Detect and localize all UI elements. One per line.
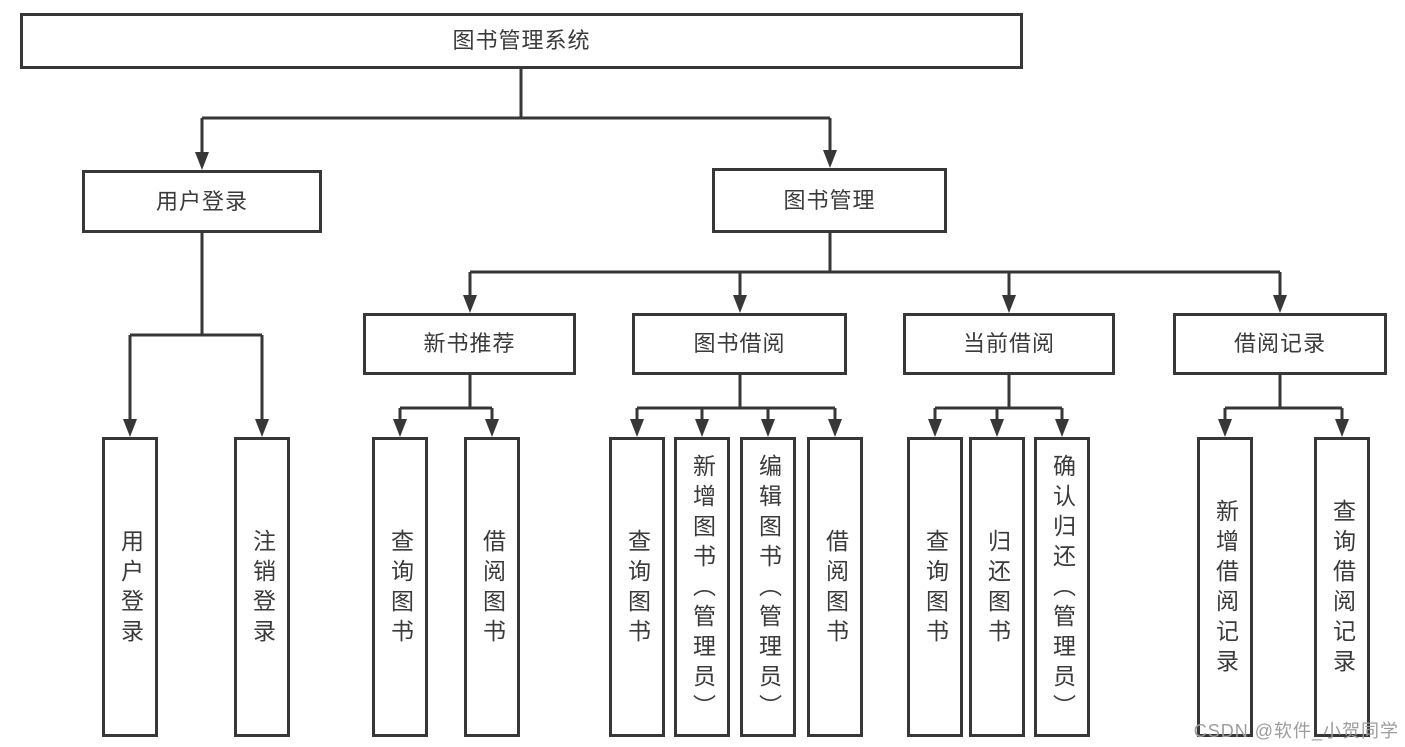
arrowhead-icon — [255, 419, 269, 437]
leaf-query-book-recommend: 查询图书 — [372, 437, 428, 737]
leaf-query-book-borrow: 查询图书 — [609, 437, 665, 737]
arrowhead-icon — [393, 419, 407, 437]
arrowhead-icon — [1055, 419, 1069, 437]
leaf-borrow-book: 借阅图书 — [807, 437, 863, 737]
arrowhead-icon — [463, 295, 477, 313]
arrowhead-icon — [990, 419, 1004, 437]
node-root: 图书管理系统 — [20, 13, 1023, 69]
arrowhead-icon — [828, 419, 842, 437]
leaf-query-borrow-record: 查询借阅记录 — [1314, 437, 1370, 737]
leaf-user-login: 用户登录 — [102, 437, 158, 737]
csdn-watermark: CSDN @软件_小贺同学 — [1193, 721, 1399, 741]
arrowhead-icon — [630, 419, 644, 437]
node-book-management: 图书管理 — [712, 168, 947, 233]
arrowhead-icon — [928, 419, 942, 437]
leaf-edit-book-admin: 编辑图书（管理员） — [740, 437, 796, 737]
arrowhead-icon — [1002, 295, 1016, 313]
leaf-logout: 注销登录 — [234, 437, 290, 737]
arrowhead-icon — [695, 419, 709, 437]
arrowhead-icon — [761, 419, 775, 437]
leaf-add-book-admin: 新增图书（管理员） — [674, 437, 730, 737]
leaf-add-borrow-record: 新增借阅记录 — [1197, 437, 1253, 737]
node-book-borrow: 图书借阅 — [632, 313, 847, 375]
arrowhead-icon — [1273, 295, 1287, 313]
node-new-book-recommend: 新书推荐 — [363, 313, 576, 375]
node-user-login: 用户登录 — [82, 170, 322, 233]
node-current-borrow: 当前借阅 — [903, 313, 1115, 375]
leaf-return-book: 归还图书 — [969, 437, 1025, 737]
arrowhead-icon — [1335, 419, 1349, 437]
arrowhead-icon — [485, 419, 499, 437]
arrowhead-icon — [823, 150, 837, 168]
node-borrow-records: 借阅记录 — [1173, 313, 1387, 375]
arrowhead-icon — [195, 152, 209, 170]
arrowhead-icon — [1218, 419, 1232, 437]
leaf-borrow-book-recommend: 借阅图书 — [464, 437, 520, 737]
leaf-confirm-return-admin: 确认归还（管理员） — [1034, 437, 1090, 737]
arrowhead-icon — [733, 295, 747, 313]
arrowhead-icon — [123, 419, 137, 437]
leaf-query-book-current: 查询图书 — [907, 437, 963, 737]
